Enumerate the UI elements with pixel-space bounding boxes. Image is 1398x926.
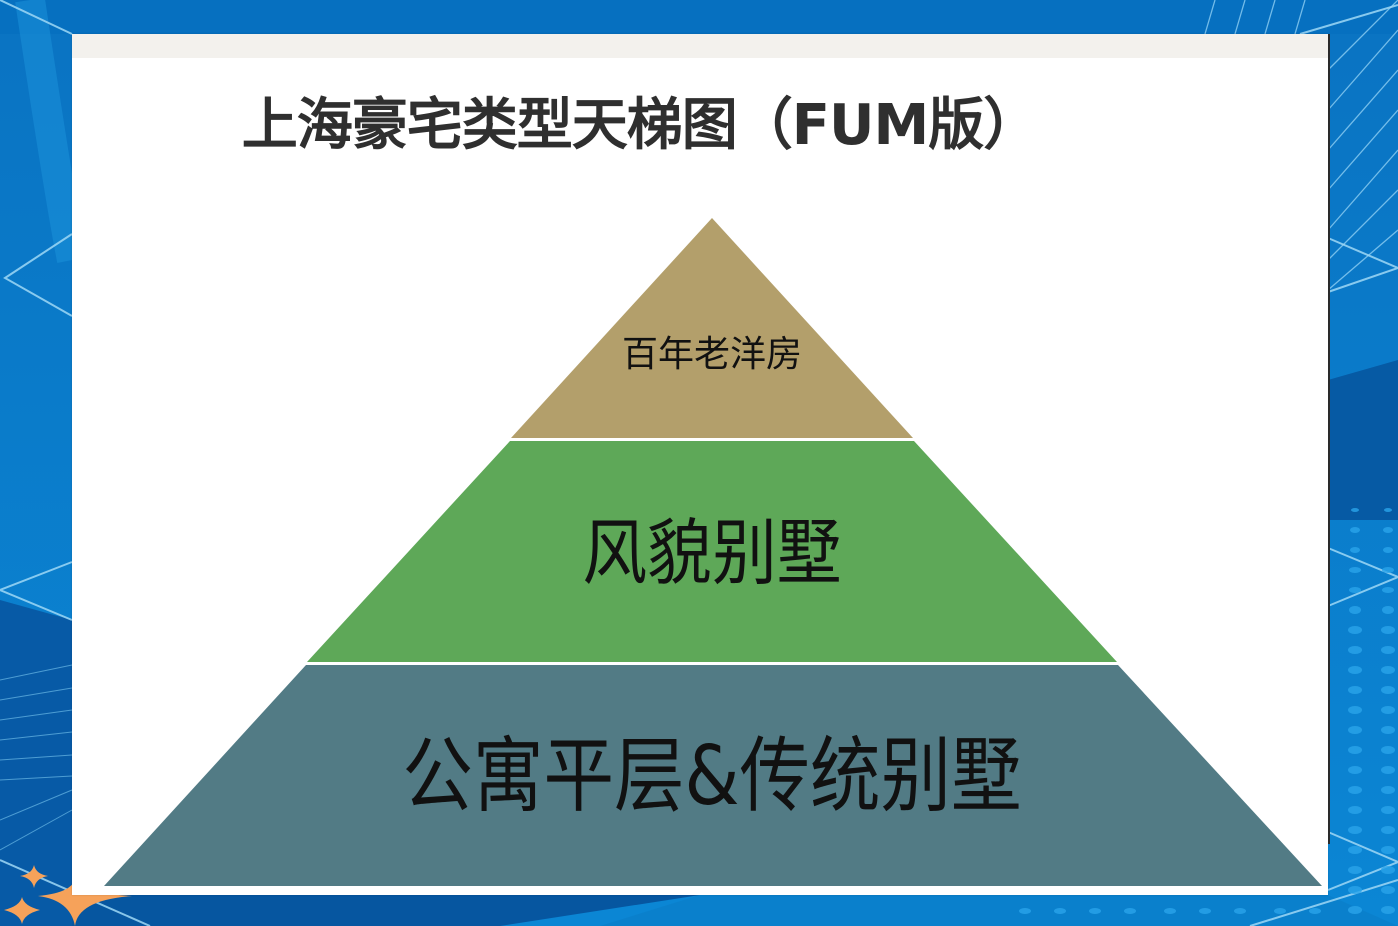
pyramid-tier-bottom: [104, 665, 1322, 886]
slide-top-bar: [72, 34, 1328, 58]
slide-right-edge: [1328, 34, 1330, 844]
tier-bottom-label: 公寓平层&传统别墅: [402, 729, 1022, 824]
tier-top-label: 百年老洋房: [621, 334, 802, 375]
sparkle-star-icon: [4, 865, 132, 926]
tier-middle-label: 风貌别墅: [582, 511, 842, 595]
pyramid-tier-top: [511, 218, 913, 438]
pyramid-tier-middle: [307, 441, 1117, 662]
page-title: 上海豪宅类型天梯图（FUM版）: [241, 93, 1039, 158]
